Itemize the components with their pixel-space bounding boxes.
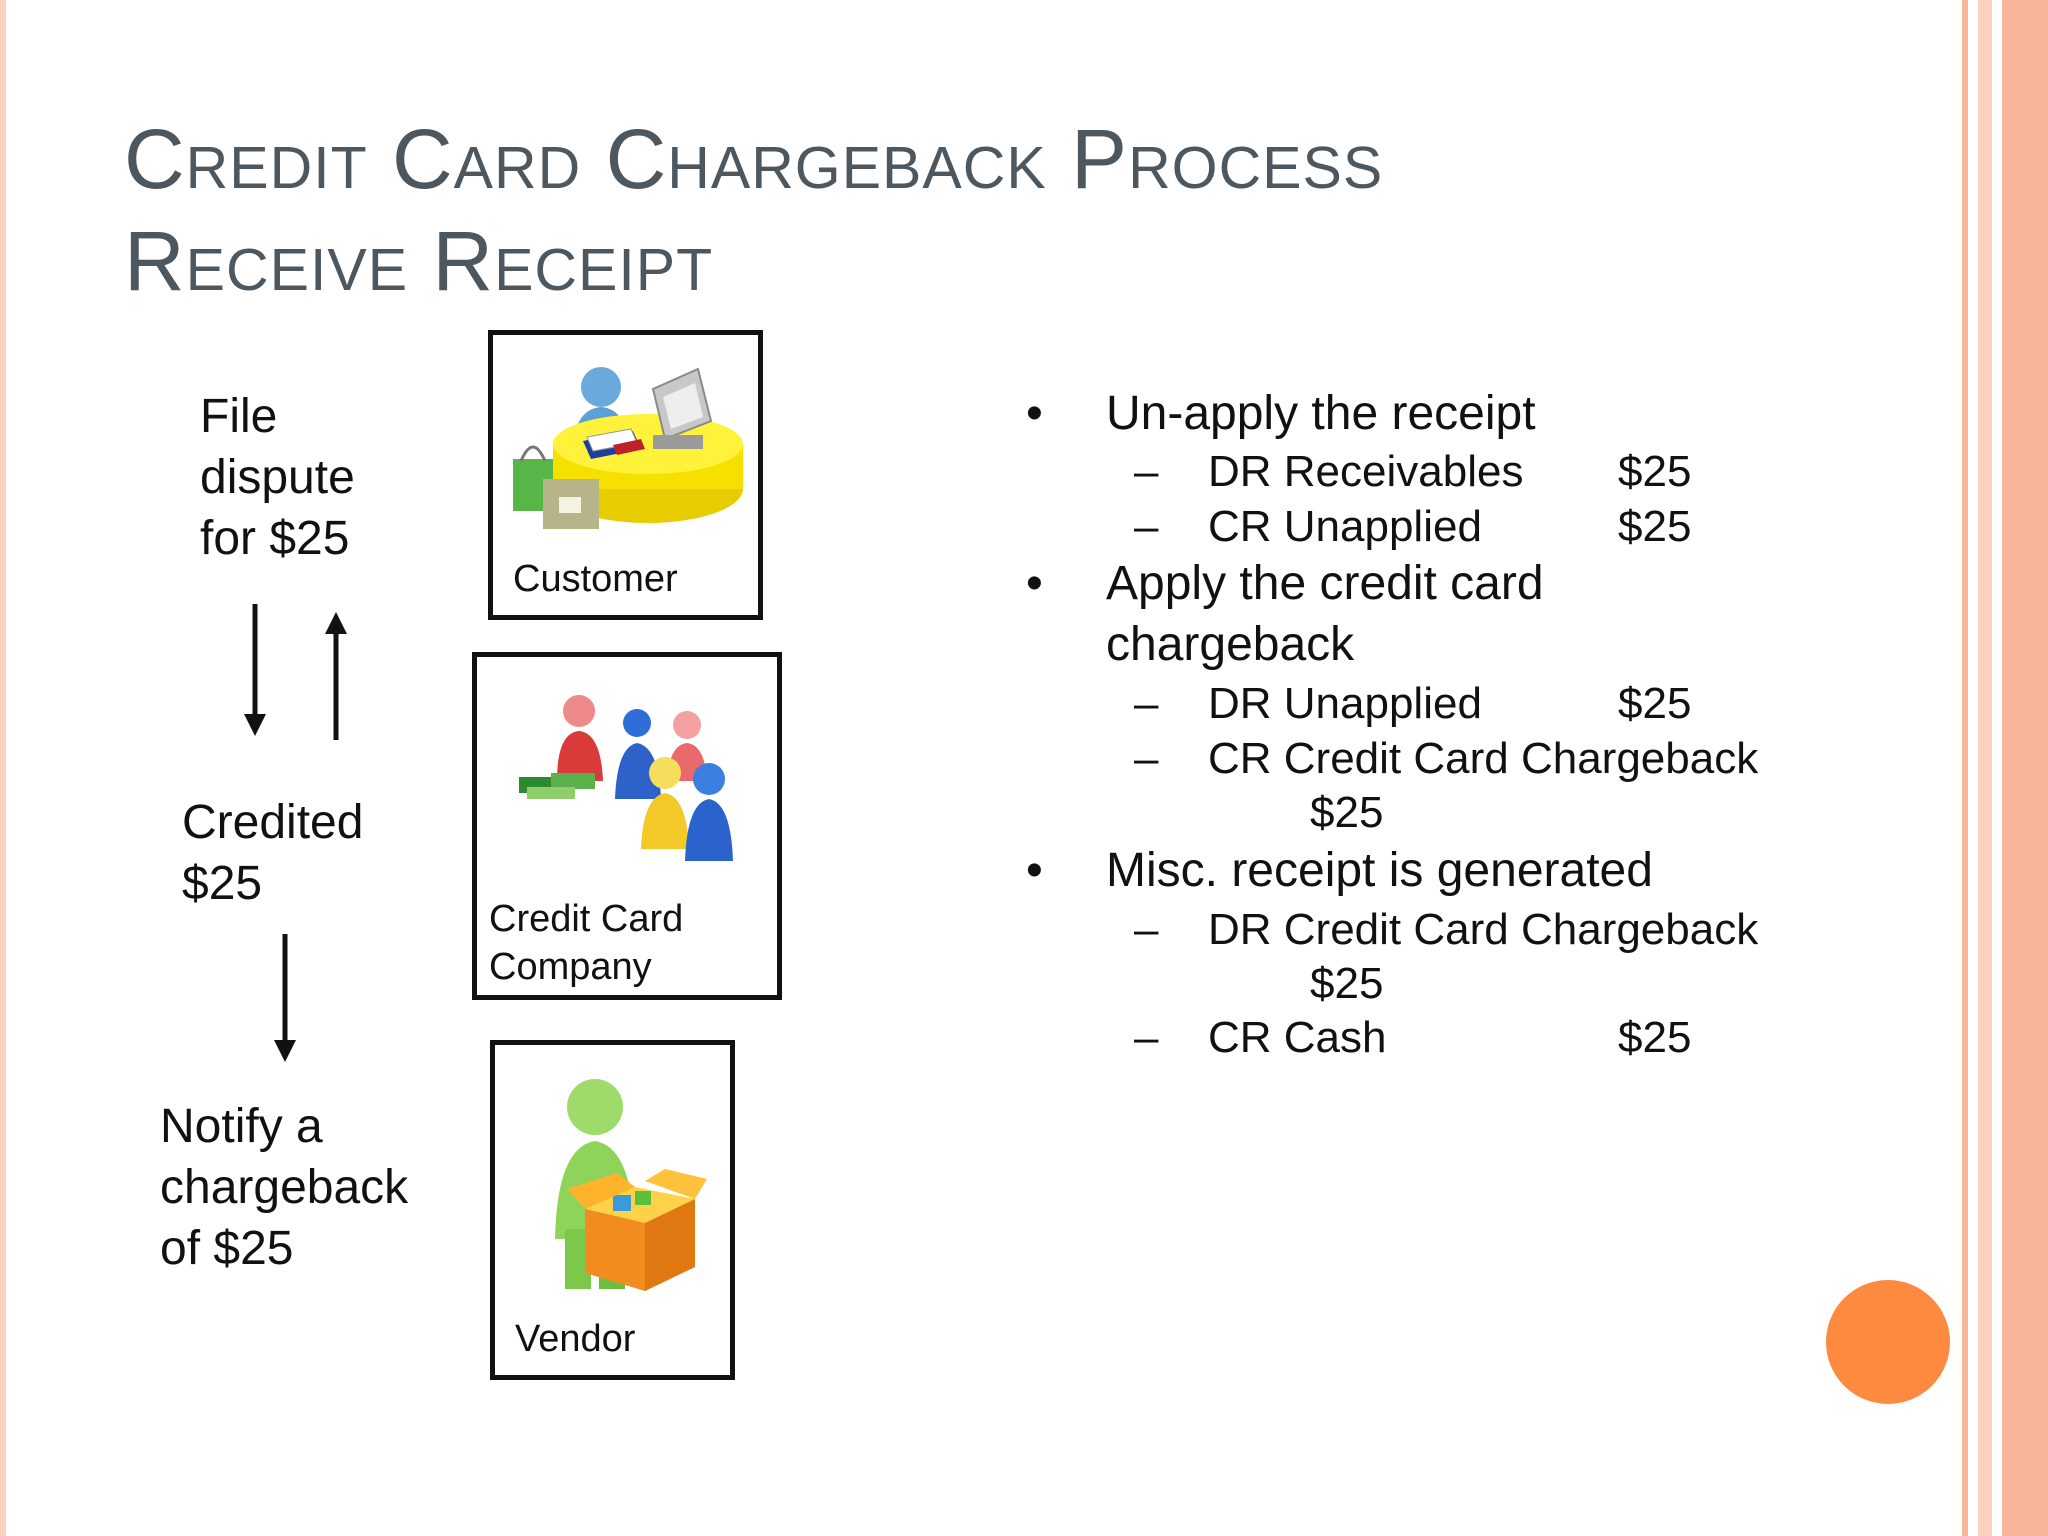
journal-entry-amount: $25 [1310, 788, 1384, 837]
group-of-people-with-money-icon [519, 695, 733, 861]
flow-step-file-dispute-line: File [200, 390, 278, 443]
bullet-heading: Un-apply the receipt [1106, 387, 1536, 440]
journal-entry-amount: $25 [1310, 959, 1384, 1008]
flow-step-file-dispute-line: for $25 [200, 512, 350, 565]
bullet-heading: Misc. receipt is generated [1106, 844, 1653, 897]
dash-marker: – [1134, 905, 1159, 954]
flow-step-file-dispute: File dispute for $25 [200, 386, 355, 569]
vendor-label: Vendor [515, 1315, 635, 1363]
journal-entry-amount: $25 [1618, 679, 1692, 728]
flow-step-credited: Credited $25 [182, 792, 363, 914]
vendor-box: Vendor [490, 1040, 735, 1380]
flow-step-file-dispute-line: dispute [200, 451, 355, 504]
flow-step-credited-line: Credited [182, 796, 364, 849]
credit-card-company-label: Credit Card Company [489, 895, 683, 991]
customer-label-line: Customer [513, 558, 678, 600]
down-arrow-icon [274, 934, 296, 1062]
slide-title-line-2: Receive Receipt [124, 214, 714, 308]
border-stripe-left [0, 0, 6, 1536]
bullet-heading: Apply the credit card [1106, 557, 1544, 610]
flow-step-notify-line: chargeback [160, 1161, 409, 1214]
bullet-marker: • [1026, 557, 1043, 610]
flow-step-notify-chargeback: Notify a chargeback of $25 [160, 1096, 408, 1279]
border-stripe-outer [2002, 0, 2048, 1536]
journal-entry-text: CR Cash [1208, 1013, 1387, 1062]
border-stripe-middle [1978, 0, 1992, 1536]
up-arrow-icon [325, 612, 347, 740]
vendor-label-line: Vendor [515, 1318, 636, 1360]
down-arrow-icon [244, 604, 266, 736]
journal-entry-dr-receivables: – DR Receivables $25 [1134, 444, 1691, 499]
dash-marker: – [1134, 1013, 1159, 1062]
person-with-box-icon [555, 1079, 707, 1291]
dash-marker: – [1134, 679, 1159, 728]
dash-marker: – [1134, 447, 1159, 496]
journal-entry-text: CR Unapplied [1208, 502, 1482, 551]
journal-entry-text: DR Receivables [1208, 447, 1524, 496]
journal-entry-cr-unapplied: – CR Unapplied $25 [1134, 499, 1691, 554]
journal-entry-cr-credit-card-chargeback: – CR Credit Card Chargeback [1134, 731, 1759, 786]
bullet-marker: • [1026, 387, 1043, 440]
dash-marker: – [1134, 734, 1159, 783]
credit-card-company-label-line: Company [489, 946, 652, 988]
slide-title-line-1: Credit Card Chargeback Process [124, 112, 1384, 206]
decorative-orange-circle [1826, 1280, 1950, 1404]
slide-title: Credit Card Chargeback Process Receive R… [124, 108, 1383, 312]
journal-entry-dr-credit-card-chargeback: – DR Credit Card Chargeback [1134, 902, 1759, 957]
journal-entry-cr-cash: – CR Cash $25 [1134, 1010, 1691, 1065]
bullet-misc-receipt: • Misc. receipt is generated [1026, 840, 1653, 901]
credit-card-company-label-line: Credit Card [489, 898, 684, 940]
bullet-heading: chargeback [1106, 618, 1355, 671]
customer-box: Customer [488, 330, 763, 620]
customer-at-desk-icon [513, 367, 743, 529]
journal-entry-amount: $25 [1618, 502, 1692, 551]
bullet-apply-chargeback: • Apply the credit card chargeback [1026, 553, 1544, 675]
journal-entry-text: DR Unapplied [1208, 679, 1482, 728]
bullet-unapply-receipt: • Un-apply the receipt [1026, 383, 1536, 444]
flow-step-notify-line: Notify a [160, 1100, 323, 1153]
customer-label: Customer [513, 555, 678, 603]
journal-entry-dr-unapplied: – DR Unapplied $25 [1134, 676, 1691, 731]
bullet-marker: • [1026, 844, 1043, 897]
credit-card-company-box: Credit Card Company [472, 652, 782, 1000]
flow-step-notify-line: of $25 [160, 1222, 294, 1275]
flow-step-credited-line: $25 [182, 857, 263, 910]
border-stripe-inner [1962, 0, 1968, 1536]
journal-entry-amount: $25 [1618, 1013, 1692, 1062]
journal-entry-text: CR Credit Card Chargeback [1208, 734, 1759, 783]
dash-marker: – [1134, 502, 1159, 551]
journal-entry-amount: $25 [1618, 447, 1692, 496]
journal-entry-text: DR Credit Card Chargeback [1208, 905, 1759, 954]
